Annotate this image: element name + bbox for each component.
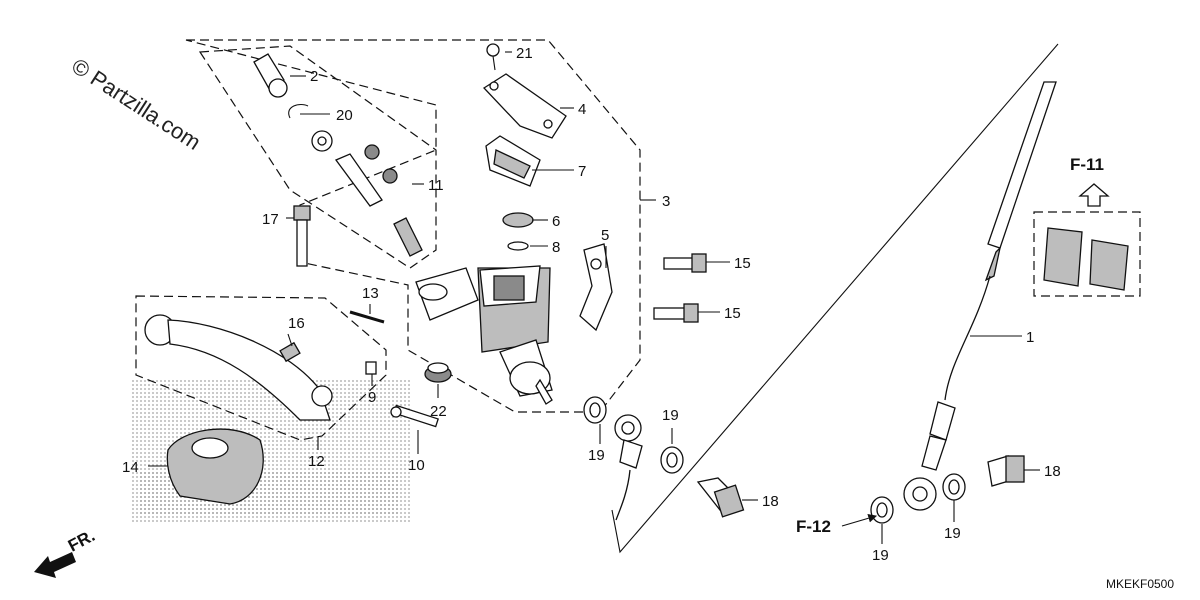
holder-bolt-15 — [653, 253, 707, 323]
diagram-code: MKEKF0500 — [1106, 577, 1174, 591]
bush-9 — [365, 361, 377, 375]
ref-f11: F-11 — [1070, 155, 1104, 174]
callout-2: 2 — [310, 68, 318, 85]
callout-6: 6 — [552, 213, 560, 230]
callout-22: 22 — [430, 403, 447, 420]
ref-f12: F-12 — [796, 517, 831, 536]
callout-19b: 19 — [662, 407, 679, 424]
front-direction-arrow — [34, 552, 76, 578]
callout-18b: 18 — [1044, 463, 1061, 480]
f11-up-arrow — [1078, 183, 1110, 207]
callout-19c: 19 — [872, 547, 889, 564]
front-direction-label: FR. — [65, 526, 98, 556]
callout-18a: 18 — [762, 493, 779, 510]
oil-bolt-18 — [696, 455, 1025, 518]
callout-11: 11 — [428, 177, 444, 194]
callout-19a: 19 — [588, 447, 605, 464]
nut-22 — [424, 362, 452, 383]
sealing-washer-19 — [583, 396, 966, 524]
callout-8: 8 — [552, 239, 560, 256]
brake-hose — [903, 81, 1057, 511]
callout-1: 1 — [1026, 329, 1034, 346]
master-cylinder-holder — [579, 243, 613, 332]
diaphragm — [485, 135, 541, 187]
callout-leaders — [148, 51, 1040, 544]
reservoir-cap — [482, 73, 567, 139]
callout-21: 21 — [516, 45, 533, 62]
lever-assembly-outline — [135, 295, 387, 441]
callout-3: 3 — [662, 193, 670, 210]
callout-20: 20 — [336, 107, 353, 124]
callout-13: 13 — [362, 285, 379, 302]
callout-4: 4 — [578, 101, 586, 118]
callout-15b: 15 — [724, 305, 741, 322]
callout-17: 17 — [262, 211, 279, 228]
callout-19d: 19 — [944, 525, 961, 542]
holder-kit-outline — [1033, 211, 1141, 297]
screw-21 — [486, 43, 500, 71]
spring-13 — [349, 310, 385, 324]
brake-lever — [144, 314, 333, 421]
banjo-fitting — [614, 414, 643, 521]
callout-16: 16 — [288, 315, 305, 332]
callout-15a: 15 — [734, 255, 751, 272]
hose-assembly-outline — [611, 43, 1059, 554]
piston-kit-outline — [198, 45, 437, 269]
watermark-text: © Partzilla.com — [67, 53, 205, 155]
callout-12: 12 — [308, 453, 325, 470]
pivot-bolt-17 — [293, 205, 311, 267]
callout-9: 9 — [368, 389, 376, 406]
pivot-bolt-10 — [390, 404, 439, 428]
reservoir-plate — [502, 212, 534, 251]
master-cylinder-assembly-outline — [185, 39, 641, 413]
callout-10: 10 — [408, 457, 425, 474]
callout-5: 5 — [601, 227, 609, 244]
piston-kit — [253, 53, 423, 257]
f11-holder-parts — [1043, 227, 1129, 291]
master-cylinder-body — [415, 265, 553, 405]
lever-dust-cover — [166, 428, 264, 505]
callout-7: 7 — [578, 163, 586, 180]
callout-14: 14 — [122, 459, 139, 476]
